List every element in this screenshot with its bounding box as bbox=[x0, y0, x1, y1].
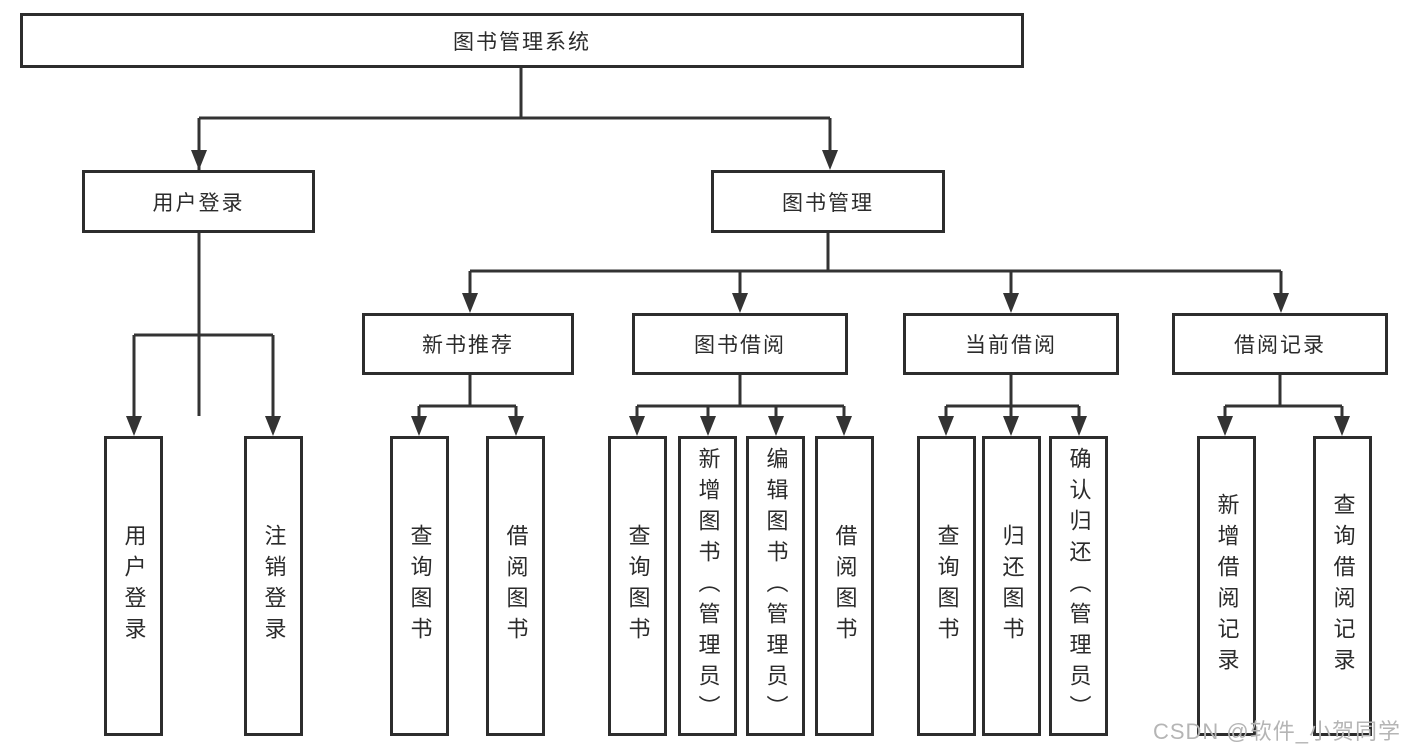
leaf-add-borrow-record: 新增借阅记录 bbox=[1197, 436, 1256, 736]
leaf-add-books-admin: 新增图书（管理员） bbox=[678, 436, 737, 736]
node-book-management: 图书管理 bbox=[711, 170, 945, 233]
leaf-query-borrow-record-label: 查询借阅记录 bbox=[1330, 493, 1356, 679]
leaf-return-books-label: 归还图书 bbox=[999, 524, 1025, 648]
csdn-watermark: CSDN @软件_小贺同学 bbox=[1152, 719, 1401, 744]
leaf-edit-books-admin-label: 编辑图书（管理员） bbox=[763, 446, 789, 726]
leaf-logout: 注销登录 bbox=[244, 436, 303, 736]
leaf-borrow-books-label: 借阅图书 bbox=[832, 524, 858, 648]
node-book-borrow: 图书借阅 bbox=[632, 313, 848, 375]
leaf-borrow-books-recommend: 借阅图书 bbox=[486, 436, 545, 736]
leaf-confirm-return-admin: 确认归还（管理员） bbox=[1049, 436, 1108, 736]
leaf-add-books-admin-label: 新增图书（管理员） bbox=[695, 446, 721, 726]
leaf-query-books-recommend: 查询图书 bbox=[390, 436, 449, 736]
leaf-query-books-recommend-label: 查询图书 bbox=[407, 524, 433, 648]
leaf-query-books-current: 查询图书 bbox=[917, 436, 976, 736]
node-new-book-recommend: 新书推荐 bbox=[362, 313, 574, 375]
leaf-user-login: 用户登录 bbox=[104, 436, 163, 736]
leaf-confirm-return-admin-label: 确认归还（管理员） bbox=[1066, 446, 1092, 726]
leaf-borrow-books-recommend-label: 借阅图书 bbox=[503, 524, 529, 648]
leaf-logout-label: 注销登录 bbox=[261, 524, 287, 648]
leaf-query-books-current-label: 查询图书 bbox=[934, 524, 960, 648]
leaf-add-borrow-record-label: 新增借阅记录 bbox=[1214, 493, 1240, 679]
node-user-login: 用户登录 bbox=[82, 170, 315, 233]
leaf-user-login-label: 用户登录 bbox=[121, 524, 147, 648]
leaf-query-borrow-record: 查询借阅记录 bbox=[1313, 436, 1372, 736]
leaf-edit-books-admin: 编辑图书（管理员） bbox=[746, 436, 805, 736]
leaf-borrow-books: 借阅图书 bbox=[815, 436, 874, 736]
node-root-library-system: 图书管理系统 bbox=[20, 13, 1024, 68]
leaf-query-books-borrow-label: 查询图书 bbox=[625, 524, 651, 648]
leaf-return-books: 归还图书 bbox=[982, 436, 1041, 736]
node-current-borrow: 当前借阅 bbox=[903, 313, 1119, 375]
node-borrow-records: 借阅记录 bbox=[1172, 313, 1388, 375]
leaf-query-books-borrow: 查询图书 bbox=[608, 436, 667, 736]
